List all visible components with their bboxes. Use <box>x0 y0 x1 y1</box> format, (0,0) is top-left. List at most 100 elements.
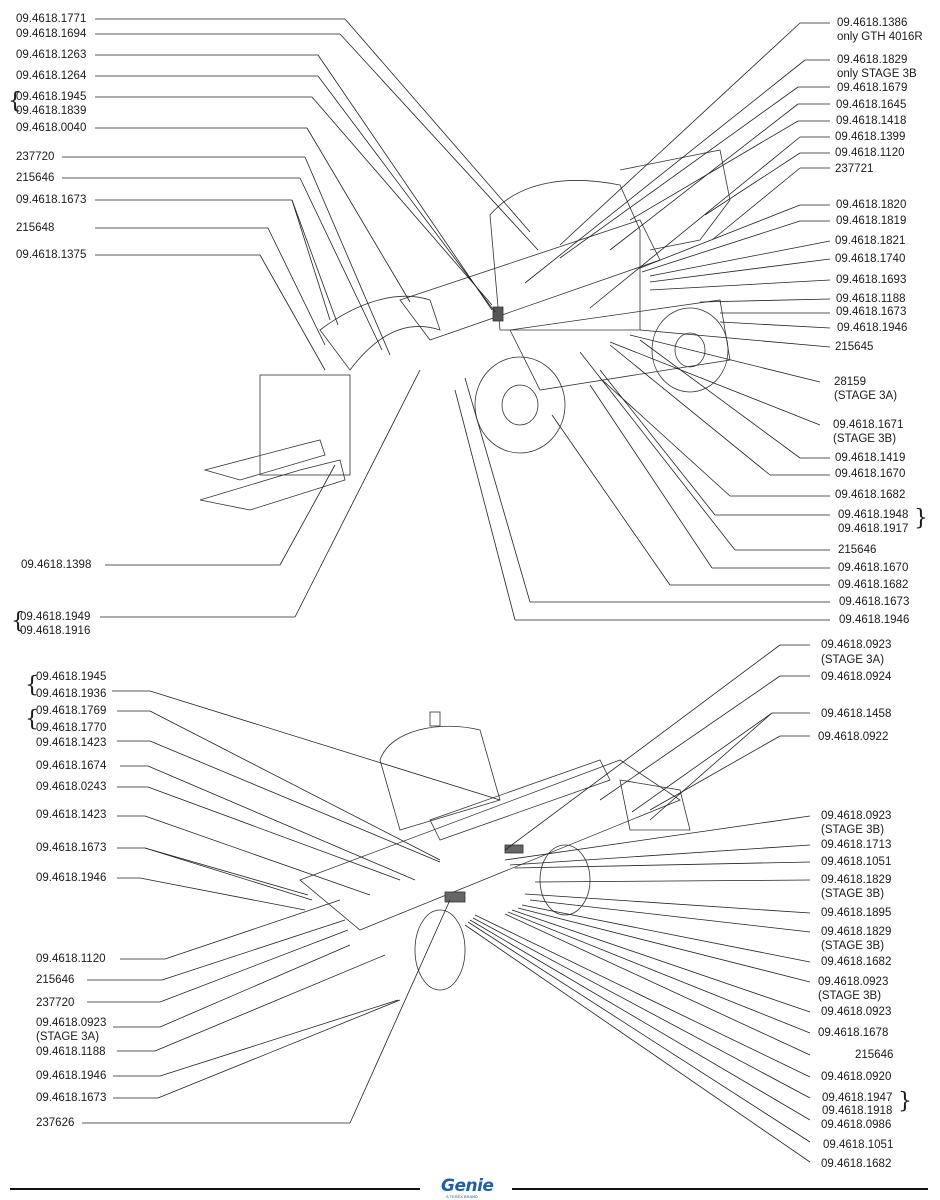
group-brace: } <box>898 1089 912 1114</box>
part-label: 28159 <box>834 376 866 388</box>
rear-wheel <box>651 307 729 393</box>
part-label: 09.4618.1419 <box>835 452 906 464</box>
part-label: only STAGE 3B <box>837 68 917 80</box>
rear-boom <box>619 149 731 251</box>
part-label: 09.4618.1423 <box>36 809 107 821</box>
chassis-bottom <box>299 759 681 931</box>
part-label: 09.4618.0243 <box>36 781 107 793</box>
part-label: 09.4618.1821 <box>835 235 906 247</box>
part-label: 09.4618.1673 <box>16 194 87 206</box>
cab <box>489 180 641 331</box>
part-label: 09.4618.1769 <box>36 705 107 717</box>
part-label: 09.4618.1682 <box>821 1158 892 1170</box>
part-label: (STAGE 3B) <box>821 824 885 836</box>
part-label: 09.4618.1829 <box>821 874 892 886</box>
part-label: 09.4618.1673 <box>36 842 107 854</box>
part-label: 09.4618.1671 <box>833 419 904 431</box>
part-label: 09.4618.1918 <box>822 1105 893 1117</box>
part-label: 09.4618.1946 <box>839 614 910 626</box>
part-label: 09.4618.0923 <box>821 810 892 822</box>
part-label: 09.4618.1386 <box>837 17 908 29</box>
part-label: 09.4618.1946 <box>36 1070 107 1082</box>
part-label: 09.4618.1949 <box>20 611 91 623</box>
part-label: 09.4618.1947 <box>822 1092 893 1104</box>
front-wheel <box>474 356 566 454</box>
part-label: 09.4618.1948 <box>838 509 909 521</box>
part-label: 09.4618.1713 <box>821 839 892 851</box>
fork-bottom <box>619 779 691 831</box>
bottom-machine-drawing <box>299 711 691 991</box>
part-label: 237626 <box>36 1117 75 1129</box>
part-label: 09.4618.1375 <box>16 249 87 261</box>
part-label: 09.4618.1820 <box>836 199 907 211</box>
group-brace: { <box>8 89 22 114</box>
part-label: 09.4618.0986 <box>821 1119 892 1131</box>
part-label: 215648 <box>16 222 55 234</box>
part-label: 09.4618.1670 <box>838 562 909 574</box>
part-label: 09.4618.1120 <box>36 953 106 965</box>
part-label: 09.4618.1188 <box>36 1046 106 1058</box>
part-label: 09.4618.0040 <box>16 122 87 134</box>
part-label: 09.4618.1682 <box>838 579 909 591</box>
part-label: (STAGE 3A) <box>36 1031 100 1043</box>
part-label: 09.4618.1673 <box>836 306 907 318</box>
part-label: 09.4618.1946 <box>837 322 908 334</box>
part-label: 215646 <box>855 1049 894 1061</box>
part-label: 09.4618.0923 <box>821 639 892 651</box>
part-label: 09.4618.1423 <box>36 737 107 749</box>
part-label: 09.4618.0923 <box>818 976 889 988</box>
part-label: 237721 <box>835 163 874 175</box>
fork-upper <box>203 439 326 481</box>
part-label: 09.4618.1945 <box>16 91 87 103</box>
group-brace: { <box>25 707 39 732</box>
part-label: (STAGE 3B) <box>818 990 882 1002</box>
genie-logo-tagline: A TEREX BRAND <box>446 1194 478 1199</box>
part-label: 09.4618.1682 <box>821 956 892 968</box>
part-label: 09.4618.1819 <box>836 215 907 227</box>
part-label: 09.4618.1945 <box>36 671 107 683</box>
part-label: 09.4618.1916 <box>20 625 91 637</box>
part-label: 09.4618.1694 <box>16 28 87 40</box>
part-label: 09.4618.1645 <box>836 99 907 111</box>
part-label: 09.4618.1398 <box>21 559 92 571</box>
part-label: 215645 <box>835 341 874 353</box>
part-label: 09.4618.0920 <box>821 1071 892 1083</box>
part-label: 09.4618.0923 <box>821 1006 892 1018</box>
part-label: (STAGE 3A) <box>834 390 898 402</box>
wheel-bottom-rear <box>539 844 591 916</box>
part-label: 09.4618.1188 <box>836 293 906 305</box>
part-label: 09.4618.1051 <box>821 856 892 868</box>
part-label: (STAGE 3A) <box>821 654 885 666</box>
top-machine-drawing <box>199 149 731 511</box>
part-label: 09.4618.1693 <box>836 274 907 286</box>
leader-lines <box>62 18 831 1163</box>
part-label: 215646 <box>838 544 877 556</box>
group-brace: { <box>11 609 25 634</box>
fork-lower <box>199 459 346 511</box>
part-label: 09.4618.1673 <box>36 1092 107 1104</box>
part-label: 09.4618.1458 <box>821 708 892 720</box>
part-label: 09.4618.1263 <box>16 49 87 61</box>
part-label: 09.4618.1895 <box>821 907 892 919</box>
part-label: 09.4618.1418 <box>836 115 907 127</box>
part-label: 09.4618.1670 <box>835 468 906 480</box>
part-label: 09.4618.1936 <box>36 688 107 700</box>
part-label: 09.4618.1051 <box>823 1139 894 1151</box>
part-label: 09.4618.1770 <box>36 722 107 734</box>
genie-logo: Genie <box>441 1176 494 1196</box>
part-label: 09.4618.1264 <box>16 70 87 82</box>
part-label: 215646 <box>16 172 55 184</box>
part-label: 09.4618.1682 <box>835 489 906 501</box>
part-label: 09.4618.1829 <box>837 54 908 66</box>
part-label: 237720 <box>36 997 75 1009</box>
part-label: 09.4618.0923 <box>36 1017 107 1029</box>
part-label: 09.4618.0924 <box>821 671 892 683</box>
group-brace: { <box>25 673 39 698</box>
cab-bottom <box>379 725 501 831</box>
part-label: 09.4618.1120 <box>835 147 905 159</box>
part-label: 09.4618.1829 <box>821 926 892 938</box>
part-label: 09.4618.1679 <box>837 82 908 94</box>
part-label: (STAGE 3B) <box>821 940 885 952</box>
boom-arm <box>319 295 441 371</box>
